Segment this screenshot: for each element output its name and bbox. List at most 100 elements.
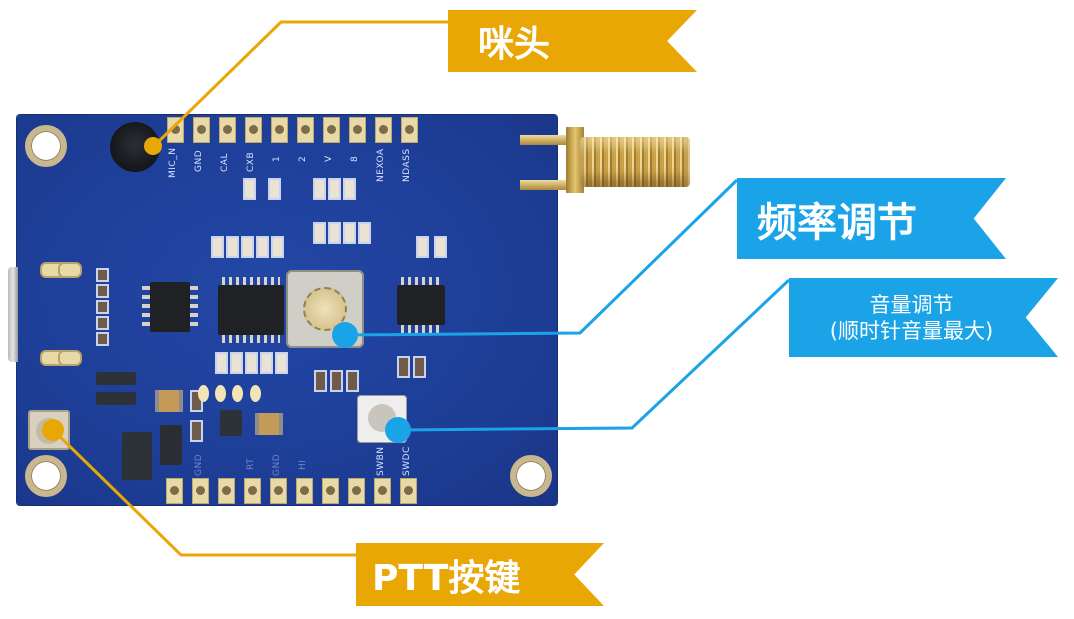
smd-component	[96, 268, 109, 282]
ic-soic8-right	[397, 277, 445, 333]
diode-15	[160, 425, 182, 465]
pin-pad	[167, 117, 184, 143]
ptt-button-cap[interactable]	[36, 418, 62, 444]
microphone	[110, 122, 160, 172]
smd-resistor	[330, 370, 343, 392]
pin-pad	[271, 117, 288, 143]
pin-pad	[296, 478, 313, 504]
diode	[96, 392, 136, 405]
volume-potentiometer[interactable]	[357, 395, 407, 443]
ptt-label: PTT按键	[356, 543, 604, 606]
transistor	[220, 410, 242, 436]
smd-resistor	[413, 356, 426, 378]
diode	[96, 372, 136, 385]
potentiometer-knob[interactable]	[368, 404, 396, 432]
pin-pad	[349, 117, 366, 143]
usb-pad	[58, 350, 82, 366]
smd-resistor	[260, 352, 273, 374]
smd-resistor	[245, 352, 258, 374]
test-point	[198, 385, 209, 402]
rotary-knob[interactable]	[303, 287, 347, 331]
test-point	[232, 385, 243, 402]
silk-pin-label: SWBN	[376, 446, 386, 476]
silk-pin-label: GND	[194, 453, 204, 476]
smd-resistor	[275, 352, 288, 374]
smd-component	[96, 284, 109, 298]
tantalum-capacitor	[255, 413, 283, 435]
silk-pin-label: NEXOA	[376, 148, 386, 182]
ic-main-tssop	[218, 277, 284, 343]
silk-pin-label: MIC_N	[168, 147, 178, 178]
pin-pad	[270, 478, 287, 504]
silk-pin-label: SWDC	[402, 446, 412, 476]
silk-pin-label: GND	[272, 453, 282, 476]
pin-pad	[322, 478, 339, 504]
pin-pad	[245, 117, 262, 143]
ptt-button[interactable]	[28, 410, 70, 450]
pin-pad	[401, 117, 418, 143]
smd-resistor	[358, 222, 371, 244]
smd-resistor	[243, 178, 256, 200]
frequency-label-text: 频率调节	[757, 199, 917, 246]
smd-resistor	[226, 236, 239, 258]
ic-soic8-left	[142, 282, 198, 332]
sma-connector-flange	[566, 127, 584, 193]
silk-pin-label: CXB	[246, 151, 256, 172]
frequency-label: 频率调节	[737, 178, 1006, 259]
mounting-hole-bottom-right	[510, 455, 552, 497]
pin-pad	[375, 117, 392, 143]
smd-resistor	[215, 352, 228, 374]
volume-label: 音量调节 (顺时针音量最大)	[789, 278, 1058, 357]
silk-pin-label: 2	[298, 155, 308, 162]
frequency-rotary-switch[interactable]	[286, 270, 364, 348]
test-point	[250, 385, 261, 402]
smd-resistor	[230, 352, 243, 374]
smd-resistor	[346, 370, 359, 392]
smd-resistor	[343, 222, 356, 244]
usb-connector	[8, 267, 18, 362]
mounting-hole-top-left	[25, 125, 67, 167]
smd-resistor	[314, 370, 327, 392]
pin-pad	[218, 478, 235, 504]
smd-resistor	[328, 222, 341, 244]
smd-resistor	[343, 178, 356, 200]
tantalum-capacitor	[155, 390, 183, 412]
pin-pad	[348, 478, 365, 504]
ptt-label-text: PTT按键	[372, 557, 521, 599]
smd-resistor	[397, 356, 410, 378]
smd-resistor	[241, 236, 254, 258]
smd-resistor	[256, 236, 269, 258]
silk-pin-label: CAL	[220, 153, 230, 172]
silk-pin-label: 8	[350, 155, 360, 162]
pin-pad	[192, 478, 209, 504]
smd-resistor	[313, 222, 326, 244]
smd-resistor	[434, 236, 447, 258]
smd-component	[96, 332, 109, 346]
smd-component	[96, 300, 109, 314]
volume-label-title: 音量调节	[869, 292, 954, 317]
sma-connector-leg	[520, 180, 566, 190]
smd-resistor	[328, 178, 341, 200]
pin-pad	[193, 117, 210, 143]
mic-label-text: 咪头	[478, 24, 551, 65]
sma-connector-leg	[520, 135, 566, 145]
pin-pad	[166, 478, 183, 504]
pin-pad	[323, 117, 340, 143]
volume-label-note: (顺时针音量最大)	[829, 318, 994, 343]
power-diode	[122, 432, 152, 480]
smd-resistor	[190, 420, 203, 442]
smd-resistor	[268, 178, 281, 200]
smd-resistor	[416, 236, 429, 258]
silk-pin-label: NDASS	[402, 148, 412, 182]
test-point	[215, 385, 226, 402]
smd-resistor	[211, 236, 224, 258]
silk-pin-label: GND	[194, 149, 204, 172]
smd-component	[96, 316, 109, 330]
pin-pad	[219, 117, 236, 143]
sma-antenna-connector	[580, 137, 690, 187]
pin-pad	[297, 117, 314, 143]
silk-pin-label: RT	[246, 457, 256, 470]
silk-pin-label: HI	[298, 459, 308, 470]
usb-pad	[58, 262, 82, 278]
silk-pin-label: 1	[272, 155, 282, 162]
